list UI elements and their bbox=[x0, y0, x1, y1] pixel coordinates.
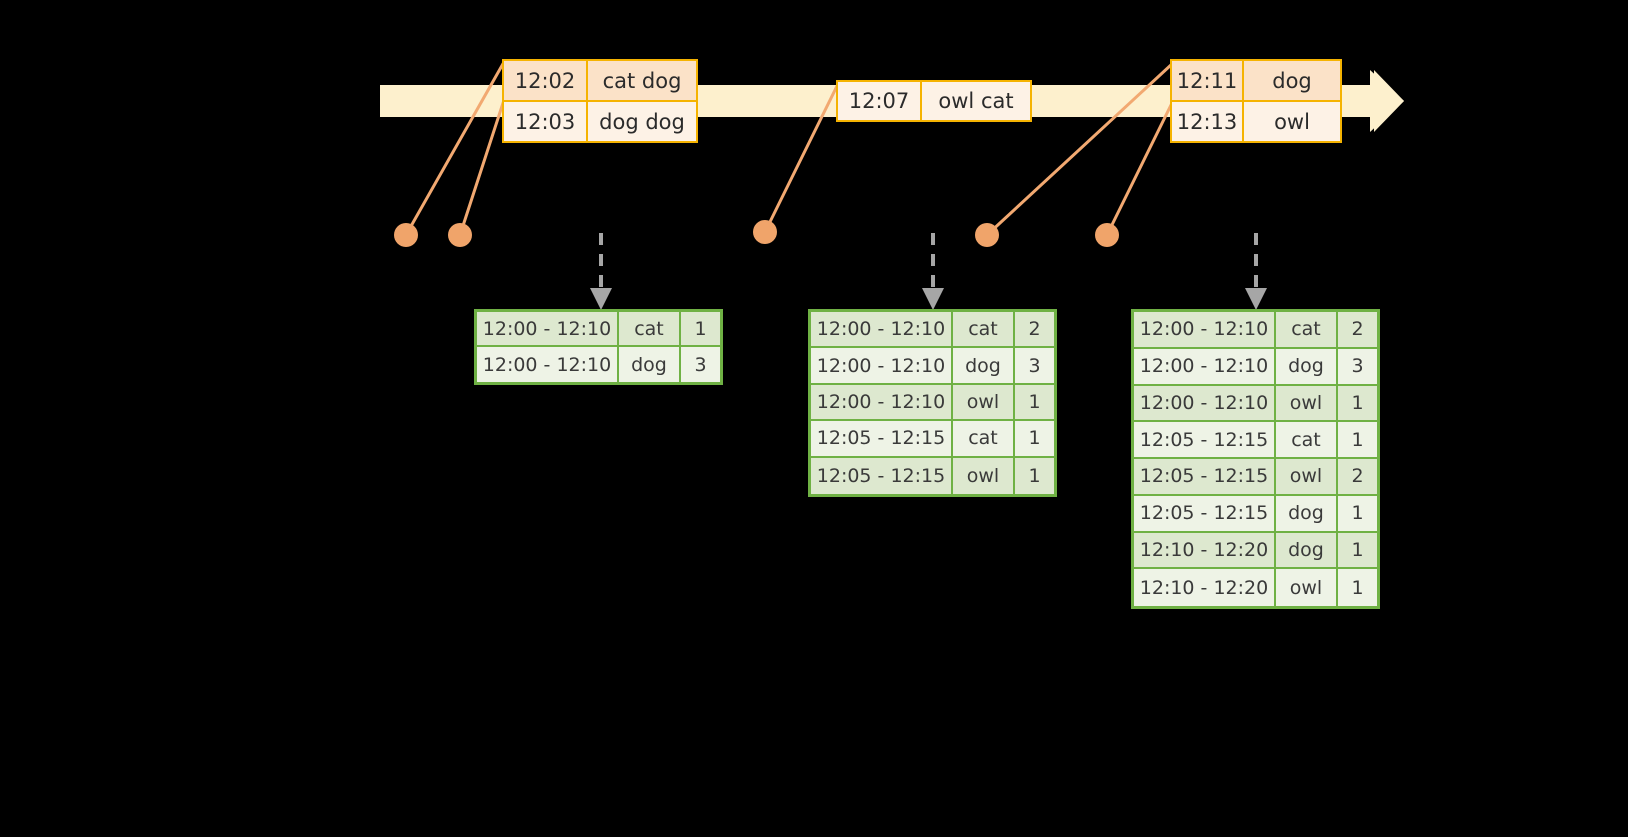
table-row[interactable]: 12:05 - 12:15 cat 1 bbox=[1134, 422, 1377, 460]
table-row[interactable]: 12:00 - 12:10 owl 1 bbox=[811, 384, 1054, 422]
trigger-dot-3 bbox=[753, 220, 777, 244]
trigger-dot-4 bbox=[975, 223, 999, 247]
window-cell: 12:05 - 12:15 bbox=[811, 457, 953, 495]
window-cell: 12:10 - 12:20 bbox=[1134, 569, 1276, 607]
event-time: 12:11 bbox=[1172, 61, 1244, 100]
event-words: owl bbox=[1274, 109, 1310, 134]
key-cell: owl bbox=[1276, 459, 1338, 494]
count-cell: 2 bbox=[1351, 318, 1364, 341]
count-cell: 1 bbox=[1351, 428, 1364, 451]
timeline-event-row[interactable]: 12:02 cat dog bbox=[504, 61, 696, 100]
window-cell: 12:10 - 12:20 bbox=[1134, 532, 1276, 568]
window-cell: 12:05 - 12:15 bbox=[1134, 459, 1276, 494]
table-row[interactable]: 12:00 - 12:10 owl 1 bbox=[1134, 385, 1377, 423]
table-row[interactable]: 12:00 - 12:10 dog 3 bbox=[1134, 348, 1377, 386]
dashed-arrow-head-1 bbox=[590, 288, 612, 310]
timeline-event-row[interactable]: 12:07 owl cat bbox=[838, 82, 1030, 120]
result-table-3[interactable]: 12:00 - 12:10 cat 2 12:00 - 12:10 dog 3 … bbox=[1131, 309, 1380, 609]
key-cell: cat bbox=[1276, 312, 1338, 347]
key-cell: dog bbox=[619, 347, 681, 382]
window-cell: 12:00 - 12:10 bbox=[811, 312, 953, 347]
count-cell: 3 bbox=[1351, 355, 1364, 378]
key-cell: cat bbox=[953, 312, 1015, 347]
window-cell: 12:00 - 12:10 bbox=[477, 312, 619, 346]
window-cell: 12:00 - 12:10 bbox=[1134, 348, 1276, 384]
table-row[interactable]: 12:05 - 12:15 dog 1 bbox=[1134, 495, 1377, 533]
key-cell: dog bbox=[1276, 495, 1338, 531]
window-cell: 12:00 - 12:10 bbox=[811, 384, 953, 420]
event-words: cat dog bbox=[602, 68, 682, 93]
trigger-dot-5 bbox=[1095, 223, 1119, 247]
table-row[interactable]: 12:00 - 12:10 cat 2 bbox=[811, 312, 1054, 349]
table-row[interactable]: 12:00 - 12:10 dog 3 bbox=[477, 347, 720, 382]
table-row[interactable]: 12:05 - 12:15 owl 2 bbox=[1134, 459, 1377, 496]
connector-line-5 bbox=[1105, 101, 1174, 237]
timeline-event-group-2[interactable]: 12:07 owl cat bbox=[836, 80, 1032, 122]
connector-line-2 bbox=[458, 98, 506, 237]
count-cell: 2 bbox=[1351, 465, 1364, 488]
timeline-event-row[interactable]: 12:03 dog dog bbox=[504, 100, 696, 141]
key-cell: owl bbox=[1276, 385, 1338, 421]
window-cell: 12:05 - 12:15 bbox=[1134, 495, 1276, 531]
window-cell: 12:00 - 12:10 bbox=[1134, 385, 1276, 421]
dashed-arrow-head-3 bbox=[1245, 288, 1267, 310]
event-time: 12:13 bbox=[1172, 102, 1244, 141]
window-cell: 12:00 - 12:10 bbox=[477, 347, 619, 382]
key-cell: dog bbox=[1276, 532, 1338, 568]
timeline-event-group-1[interactable]: 12:02 cat dog 12:03 dog dog bbox=[502, 59, 698, 143]
window-cell: 12:05 - 12:15 bbox=[811, 421, 953, 456]
window-cell: 12:05 - 12:15 bbox=[1134, 422, 1276, 458]
timeline-event-row[interactable]: 12:11 dog bbox=[1172, 61, 1340, 100]
table-row[interactable]: 12:00 - 12:10 cat 1 bbox=[477, 312, 720, 348]
count-cell: 1 bbox=[1028, 464, 1041, 487]
window-cell: 12:00 - 12:10 bbox=[811, 348, 953, 383]
trigger-dot-2 bbox=[448, 223, 472, 247]
timeline-event-group-3[interactable]: 12:11 dog 12:13 owl bbox=[1170, 59, 1342, 143]
count-cell: 1 bbox=[1351, 576, 1364, 599]
count-cell: 1 bbox=[1028, 427, 1041, 450]
count-cell: 1 bbox=[1351, 391, 1364, 414]
count-cell: 3 bbox=[1028, 354, 1041, 377]
event-time: 12:02 bbox=[504, 61, 588, 100]
timeline-arrowhead bbox=[1370, 70, 1404, 132]
event-words: owl cat bbox=[938, 89, 1014, 113]
key-cell: cat bbox=[953, 421, 1015, 456]
dashed-arrow-head-2 bbox=[922, 288, 944, 310]
table-row[interactable]: 12:10 - 12:20 owl 1 bbox=[1134, 569, 1377, 607]
table-row[interactable]: 12:00 - 12:10 cat 2 bbox=[1134, 312, 1377, 349]
event-words: dog bbox=[1272, 68, 1312, 93]
table-row[interactable]: 12:05 - 12:15 owl 1 bbox=[811, 457, 1054, 495]
count-cell: 1 bbox=[694, 317, 707, 340]
window-cell: 12:00 - 12:10 bbox=[1134, 312, 1276, 347]
event-words: dog dog bbox=[599, 109, 685, 134]
key-cell: cat bbox=[619, 312, 681, 346]
result-table-1[interactable]: 12:00 - 12:10 cat 1 12:00 - 12:10 dog 3 bbox=[474, 309, 723, 385]
key-cell: owl bbox=[1276, 569, 1338, 607]
key-cell: dog bbox=[953, 348, 1015, 383]
event-time: 12:07 bbox=[838, 82, 922, 120]
key-cell: cat bbox=[1276, 422, 1338, 458]
key-cell: dog bbox=[1276, 348, 1338, 384]
count-cell: 1 bbox=[1351, 502, 1364, 525]
count-cell: 1 bbox=[1351, 538, 1364, 561]
count-cell: 3 bbox=[694, 353, 707, 376]
count-cell: 1 bbox=[1028, 391, 1041, 414]
table-row[interactable]: 12:00 - 12:10 dog 3 bbox=[811, 348, 1054, 385]
key-cell: owl bbox=[953, 384, 1015, 420]
trigger-dot-1 bbox=[394, 223, 418, 247]
count-cell: 2 bbox=[1028, 318, 1041, 341]
table-row[interactable]: 12:10 - 12:20 dog 1 bbox=[1134, 532, 1377, 570]
timeline-event-row[interactable]: 12:13 owl bbox=[1172, 100, 1340, 141]
table-row[interactable]: 12:05 - 12:15 cat 1 bbox=[811, 421, 1054, 458]
key-cell: owl bbox=[953, 457, 1015, 495]
result-table-2[interactable]: 12:00 - 12:10 cat 2 12:00 - 12:10 dog 3 … bbox=[808, 309, 1057, 497]
event-time: 12:03 bbox=[504, 102, 588, 141]
